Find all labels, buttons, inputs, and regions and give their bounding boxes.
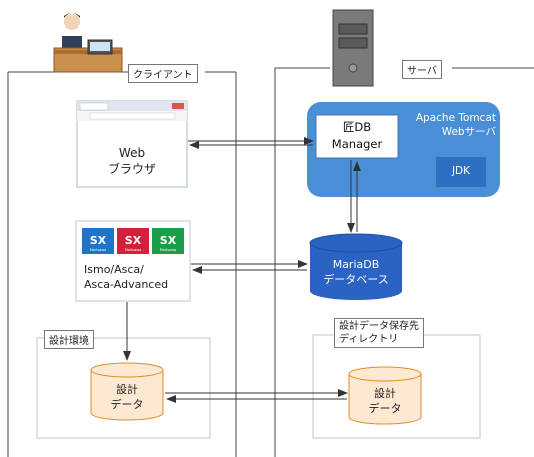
storage-dir-label-line1: 設計データ保存先	[339, 321, 419, 332]
sx-application-box: SX SX SX Morisawa Morisawa Morisawa	[75, 220, 191, 302]
browser-label: Web ブラウザ	[77, 145, 187, 177]
storage-dir-label: 設計データ保存先 ディレクトリ	[334, 318, 424, 348]
browser-label-line1: Web	[118, 146, 146, 160]
browser-label-line2: ブラウザ	[107, 162, 156, 176]
sx-logo-green	[152, 228, 184, 254]
design-data-cylinder-server	[348, 366, 422, 425]
sx-logo-subtext: Morisawa	[90, 248, 107, 252]
db-manager-box	[315, 114, 399, 159]
design-data-server-label-line2: データ	[368, 402, 402, 415]
db-manager-label-line2: Manager	[331, 137, 383, 151]
design-env-label: 設計環境	[44, 330, 94, 349]
sx-logo-text: SX	[125, 234, 142, 247]
sx-app-label-line2: Asca-Advanced	[84, 278, 169, 291]
browser-window	[76, 100, 188, 188]
mariadb-label: MariaDB データベース	[310, 257, 402, 287]
sx-logo-subtext: Morisawa	[160, 248, 177, 252]
sx-logo-subtext: Morisawa	[125, 248, 142, 252]
connection-arrows	[123, 137, 361, 403]
server-tower-icon	[332, 9, 374, 87]
sx-logo-red	[117, 228, 149, 254]
mariadb-label-line1: MariaDB	[332, 258, 380, 271]
server-zone-label: サーバ	[402, 60, 442, 79]
sx-logo-blue	[82, 228, 114, 254]
client-user-icon	[53, 13, 123, 73]
design-data-server-label-line1: 設計	[374, 387, 396, 400]
server-zone-boundary	[274, 67, 534, 457]
db-manager-label-line1: 匠DB	[316, 119, 398, 136]
storage-dir-label-line2: ディレクトリ	[339, 334, 399, 345]
sx-logo-text: SX	[90, 234, 107, 247]
tomcat-label-line2: Webサーバ	[441, 126, 496, 138]
design-data-server-label: 設計 データ	[349, 386, 421, 416]
jdk-box	[436, 157, 486, 187]
db-manager-label: 匠DB Manager	[316, 119, 398, 153]
db-manager-logo-icon: 匠	[342, 120, 355, 134]
sx-logo-text: SX	[160, 234, 177, 247]
sx-app-label-line1: Ismo/Asca/	[84, 263, 144, 276]
design-data-client-label-line2: データ	[110, 398, 144, 411]
db-manager-label-db: DB	[354, 120, 372, 134]
sx-app-label: Ismo/Asca/ Asca-Advanced	[84, 262, 168, 292]
design-data-client-label-line1: 設計	[116, 383, 138, 396]
tomcat-label: Apache Tomcat Webサーバ	[404, 111, 496, 139]
design-data-client-label: 設計 データ	[91, 382, 163, 412]
mariadb-label-line2: データベース	[323, 273, 389, 286]
tomcat-label-line1: Apache Tomcat	[415, 112, 496, 124]
client-zone-label: クライアント	[128, 64, 198, 83]
jdk-label: JDK	[451, 165, 471, 177]
design-data-cylinder-client	[90, 362, 164, 421]
mariadb-cylinder	[309, 233, 403, 300]
